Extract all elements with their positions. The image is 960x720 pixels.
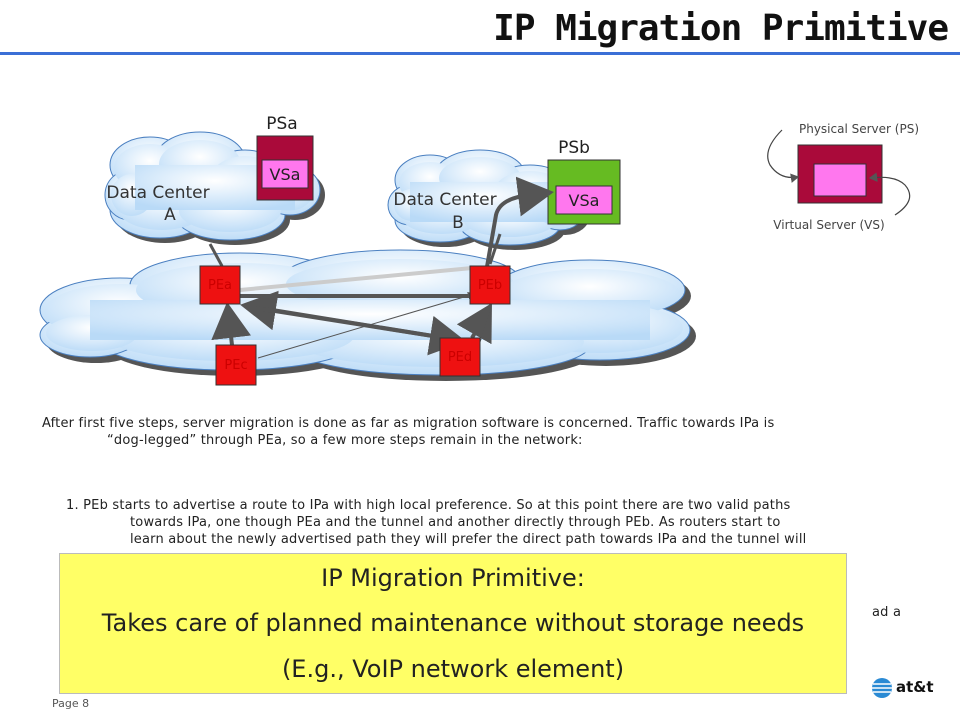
router-peb-label: PEb xyxy=(478,278,502,293)
legend-ps-label: Physical Server (PS) xyxy=(799,122,919,136)
paragraph-intro-line1: After first five steps, server migration… xyxy=(42,416,775,431)
step-1-line1: 1. PEb starts to advertise a route to IP… xyxy=(66,498,791,513)
legend-ps-pointer xyxy=(767,129,800,183)
dc-a-label-line2: A xyxy=(164,205,176,225)
pec-to-pea-arrow xyxy=(211,302,252,346)
ped-peb-thin-link xyxy=(479,311,491,343)
router-peb xyxy=(469,265,511,305)
step-list-item-1: 1. PEb starts to advertise a route to IP… xyxy=(66,497,946,548)
router-pea-label: PEa xyxy=(208,278,232,293)
title-underline xyxy=(0,52,960,55)
att-logo-text: at&t xyxy=(896,678,934,696)
callout-line3: (E.g., VoIP network element) xyxy=(281,655,625,683)
router-pea xyxy=(199,265,241,305)
psb-label: PSb xyxy=(558,138,590,158)
dc-b-label-line2: B xyxy=(452,213,464,233)
callout-title: IP Migration Primitive: xyxy=(321,564,585,592)
vsa-b-label: VSa xyxy=(569,191,600,210)
dc-a-label-line1: Data Center xyxy=(106,183,209,203)
ped-to-peb-arrow xyxy=(456,303,492,345)
legend-vs-label: Virtual Server (VS) xyxy=(773,218,884,232)
virtual-server-b xyxy=(555,185,613,215)
paragraph-intro: After first five steps, server migration… xyxy=(42,415,942,449)
virtual-server-a xyxy=(261,159,309,189)
legend-virtual-server xyxy=(813,163,867,197)
hidden-text-fragment: ad a xyxy=(872,605,902,620)
pec-to-peb-thin-arrow xyxy=(257,291,475,359)
router-pec-label: PEc xyxy=(224,358,247,373)
summary-callout: IP Migration Primitive: Takes care of pl… xyxy=(59,553,847,694)
psa-label: PSa xyxy=(266,114,297,134)
step-1-line2: towards IPa, one though PEa and the tunn… xyxy=(130,515,781,530)
page-number: Page 8 xyxy=(52,697,90,710)
legend-vs-pointer xyxy=(868,172,911,216)
vsa-a-label: VSa xyxy=(270,165,301,184)
dc-a-uplink xyxy=(208,243,224,267)
dc-b-label-line1: Data Center xyxy=(393,190,496,210)
paragraph-intro-line2: “dog-legged” through PEa, so a few more … xyxy=(107,433,583,448)
callout-line2: Takes care of planned maintenance withou… xyxy=(101,609,805,637)
tunnel-link xyxy=(239,266,473,292)
router-pec xyxy=(215,344,257,386)
att-globe-icon xyxy=(872,678,892,698)
network-cloud xyxy=(39,249,696,381)
step-1-line3: learn about the newly advertised path th… xyxy=(130,532,807,547)
pea-to-ped-arrow xyxy=(255,306,466,356)
page-title: IP Migration Primitive xyxy=(493,8,949,49)
router-ped xyxy=(439,337,481,377)
legend: Physical Server (PS) Virtual Server (VS) xyxy=(767,122,919,232)
dc-b-uplink xyxy=(488,233,502,265)
router-ped-label: PEd xyxy=(448,350,472,365)
